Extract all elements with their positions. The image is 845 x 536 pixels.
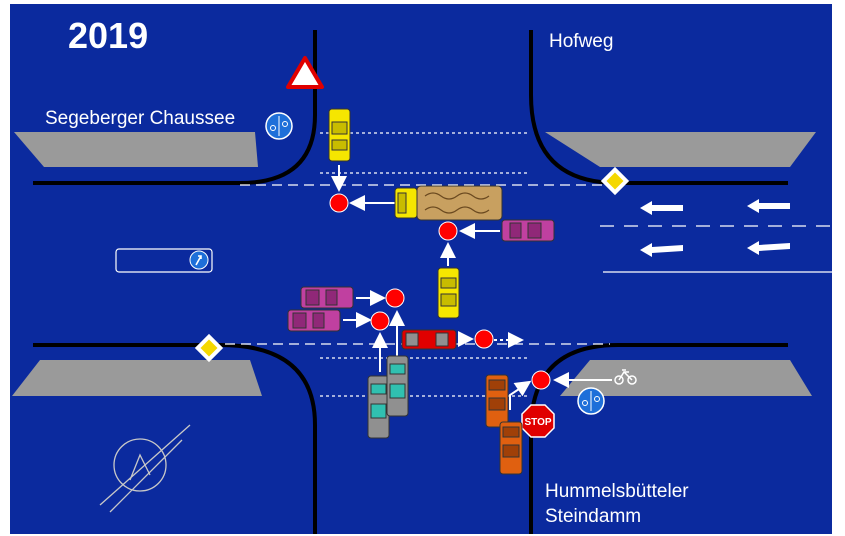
bicycle-path-sign-icon	[577, 387, 605, 415]
orange-car	[499, 421, 523, 475]
map-background	[10, 4, 832, 534]
collision-point	[474, 329, 494, 349]
lane-direction-arrows	[640, 199, 790, 257]
lane-arrow-turn-1	[640, 243, 683, 257]
grey-car	[367, 375, 390, 439]
stop-sign-label: STOP	[524, 417, 551, 428]
yellow-car	[328, 108, 351, 162]
year-label: 2019	[68, 15, 148, 56]
red-car	[401, 329, 457, 350]
lane-arrow-turn-2	[747, 241, 790, 255]
collision-point	[531, 370, 551, 390]
yield-sign-icon	[286, 56, 324, 89]
turn-right-sign	[115, 248, 213, 273]
grey-car	[386, 355, 409, 417]
collision-point	[329, 193, 349, 213]
collision-point	[370, 311, 390, 331]
turn-right-arrow-icon	[189, 250, 209, 270]
magenta-car	[300, 286, 354, 309]
orange-car	[485, 374, 509, 428]
street-label-hummelsbutteler-1: Hummelsbütteler	[545, 481, 689, 502]
magenta-car	[287, 309, 341, 332]
compass-icon	[99, 424, 191, 513]
lane-arrow-left-1	[640, 201, 683, 215]
vehicles	[287, 108, 555, 475]
street-label-hummelsbutteler-2: Steindamm	[545, 506, 641, 527]
lane-arrow-left-2	[747, 199, 790, 213]
street-label-segeberger: Segeberger Chaussee	[45, 108, 235, 129]
arrow-orange-to-point	[509, 380, 532, 410]
truck	[394, 185, 503, 221]
collision-point	[438, 221, 458, 241]
movement-arrows	[331, 165, 612, 410]
collision-point	[385, 288, 405, 308]
priority-road-sign-icon	[600, 166, 630, 196]
yellow-car	[437, 267, 460, 319]
collision-points	[329, 193, 551, 390]
magenta-car	[501, 219, 555, 242]
sidewalk-top-right	[545, 132, 816, 167]
sidewalk-top-left	[14, 132, 258, 167]
bicycle-icon	[614, 369, 637, 385]
street-label-hofweg: Hofweg	[549, 31, 613, 52]
sidewalk-bottom-left	[12, 360, 262, 396]
bicycle-path-sign-icon	[265, 112, 293, 140]
stop-sign-icon: STOP	[521, 404, 555, 438]
sidewalk-bottom-right	[560, 360, 812, 396]
